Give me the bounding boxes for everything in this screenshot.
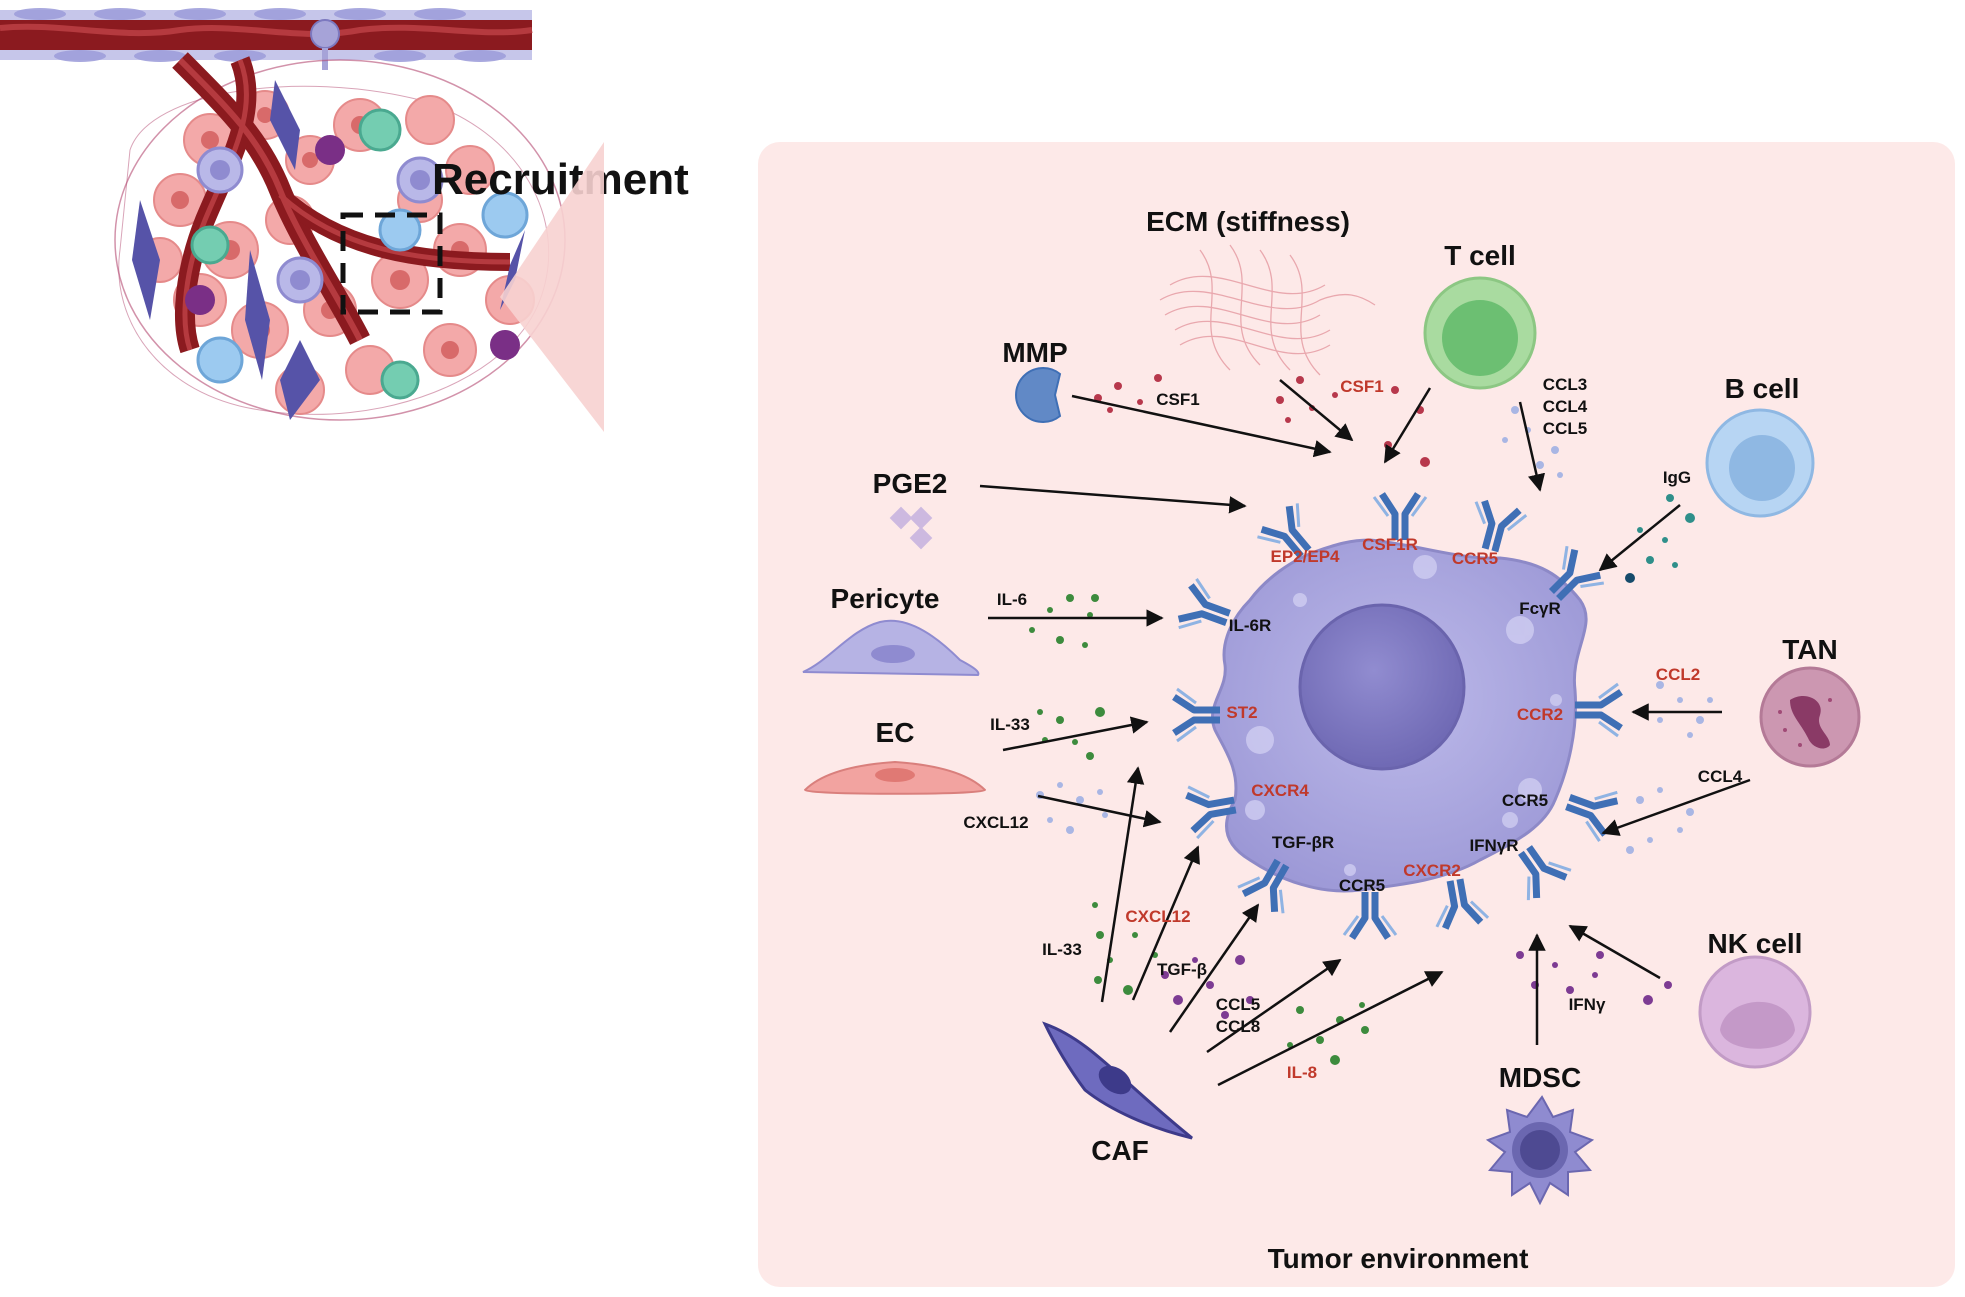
b-cell-label: B cell <box>1725 373 1800 404</box>
st2-label: ST2 <box>1226 703 1257 722</box>
cxcl12-caf-label: CXCL12 <box>1125 907 1190 926</box>
caf-label: CAF <box>1091 1135 1149 1166</box>
ccl3-label: CCL3 <box>1543 375 1587 394</box>
nk-cell-label: NK cell <box>1708 928 1803 959</box>
t-cell-label: T cell <box>1444 240 1516 271</box>
igg-label: IgG <box>1663 468 1691 487</box>
arrow-caf-il33 <box>1100 766 1145 1003</box>
csf1r-label: CSF1R <box>1362 535 1418 554</box>
ligand-labels: CSF1 CSF1 CCL3 CCL4 CCL5 IgG IL-6 IL-33 … <box>963 375 1742 1082</box>
tumor-environment-label: Tumor environment <box>1268 1243 1529 1274</box>
pge2-label: PGE2 <box>873 468 948 499</box>
mdsc-icon <box>1485 1095 1595 1206</box>
arrow-mmp <box>1071 394 1332 458</box>
ccl5-t-label: CCL5 <box>1543 419 1587 438</box>
ep2ep4-label: EP2/EP4 <box>1271 547 1341 566</box>
ecm-label: ECM (stiffness) <box>1146 206 1350 237</box>
ccl8-label: CCL8 <box>1216 1017 1260 1036</box>
csf1-mmp-label: CSF1 <box>1156 390 1199 409</box>
arrow-caf-cxcl12 <box>1131 845 1200 1001</box>
cxcl12-ec-label: CXCL12 <box>963 813 1028 832</box>
receptor-labels: EP2/EP4 CSF1R CCR5 FcγR IL-6R ST2 CCR2 C… <box>1226 535 1563 895</box>
macrophage-cell <box>1211 538 1588 893</box>
arrow-ecm <box>1279 379 1354 442</box>
ccl4-t-label: CCL4 <box>1543 397 1588 416</box>
arrow-ec-il33 <box>1002 716 1149 752</box>
tumor-inset <box>0 8 566 421</box>
ccl5-caf-label: CCL5 <box>1216 995 1260 1014</box>
tgfbr-label: TGF-βR <box>1272 833 1334 852</box>
arrow-nk-cell <box>1568 924 1661 980</box>
arrow-b-cell <box>1598 504 1681 572</box>
arrow-caf-tgfb <box>1168 903 1260 1033</box>
mdsc-label: MDSC <box>1499 1062 1581 1093</box>
arrow-pge2 <box>979 484 1247 514</box>
pericyte-icon <box>802 619 980 677</box>
ccr2-label: CCR2 <box>1517 705 1563 724</box>
tan-icon <box>1759 666 1861 768</box>
ccr5-right-label: CCR5 <box>1502 791 1548 810</box>
ec-label: EC <box>876 717 915 748</box>
pge2-icon <box>889 506 933 550</box>
tan-label: TAN <box>1782 634 1837 665</box>
zoom-wedge <box>500 142 604 432</box>
ccl2-label: CCL2 <box>1656 665 1700 684</box>
macrophage-nucleus <box>1298 603 1466 771</box>
arrow-caf-ccl5 <box>1206 958 1342 1054</box>
mmp-label: MMP <box>1002 337 1067 368</box>
pericyte-label: Pericyte <box>831 583 940 614</box>
il33-caf-label: IL-33 <box>1042 940 1082 959</box>
ccl4-r-label: CCL4 <box>1698 767 1743 786</box>
il6r-label: IL-6R <box>1229 616 1272 635</box>
arrow-t-cell <box>1383 387 1432 464</box>
t-cell-icon <box>1423 276 1537 390</box>
fcgr-label: FcγR <box>1519 599 1561 618</box>
il6-label: IL-6 <box>997 590 1027 609</box>
il8-label: IL-8 <box>1287 1063 1317 1082</box>
il33-ec-label: IL-33 <box>990 715 1030 734</box>
ifngr-label: IFNγR <box>1469 836 1518 855</box>
caf-icon <box>1042 1021 1193 1140</box>
arrow-caf-il8 <box>1217 970 1444 1087</box>
ec-icon <box>803 760 987 795</box>
b-cell-icon <box>1705 408 1815 518</box>
ccr5-bottom-label: CCR5 <box>1339 876 1385 895</box>
cxcr4-label: CXCR4 <box>1251 781 1309 800</box>
recruitment-label: Recruitment <box>432 155 689 204</box>
arrow-tan-ccl4 <box>1601 778 1751 836</box>
signal-arrows <box>979 379 1751 1087</box>
mmp-icon <box>1015 367 1062 423</box>
ifng-label: IFNγ <box>1569 995 1606 1014</box>
ccr5-top-label: CCR5 <box>1452 549 1498 568</box>
tgfb-label: TGF-β <box>1157 960 1207 979</box>
cxcr2-label: CXCR2 <box>1403 861 1461 880</box>
blood-vessel-lumen <box>0 20 532 50</box>
zoom-box <box>340 212 443 315</box>
arrow-t-cell-ccl <box>1518 401 1546 492</box>
arrow-ec-cxcl12 <box>1037 794 1162 828</box>
csf1-ecm-label: CSF1 <box>1340 377 1383 396</box>
ecm-icon <box>1159 244 1376 376</box>
nk-cell-icon <box>1698 955 1812 1069</box>
